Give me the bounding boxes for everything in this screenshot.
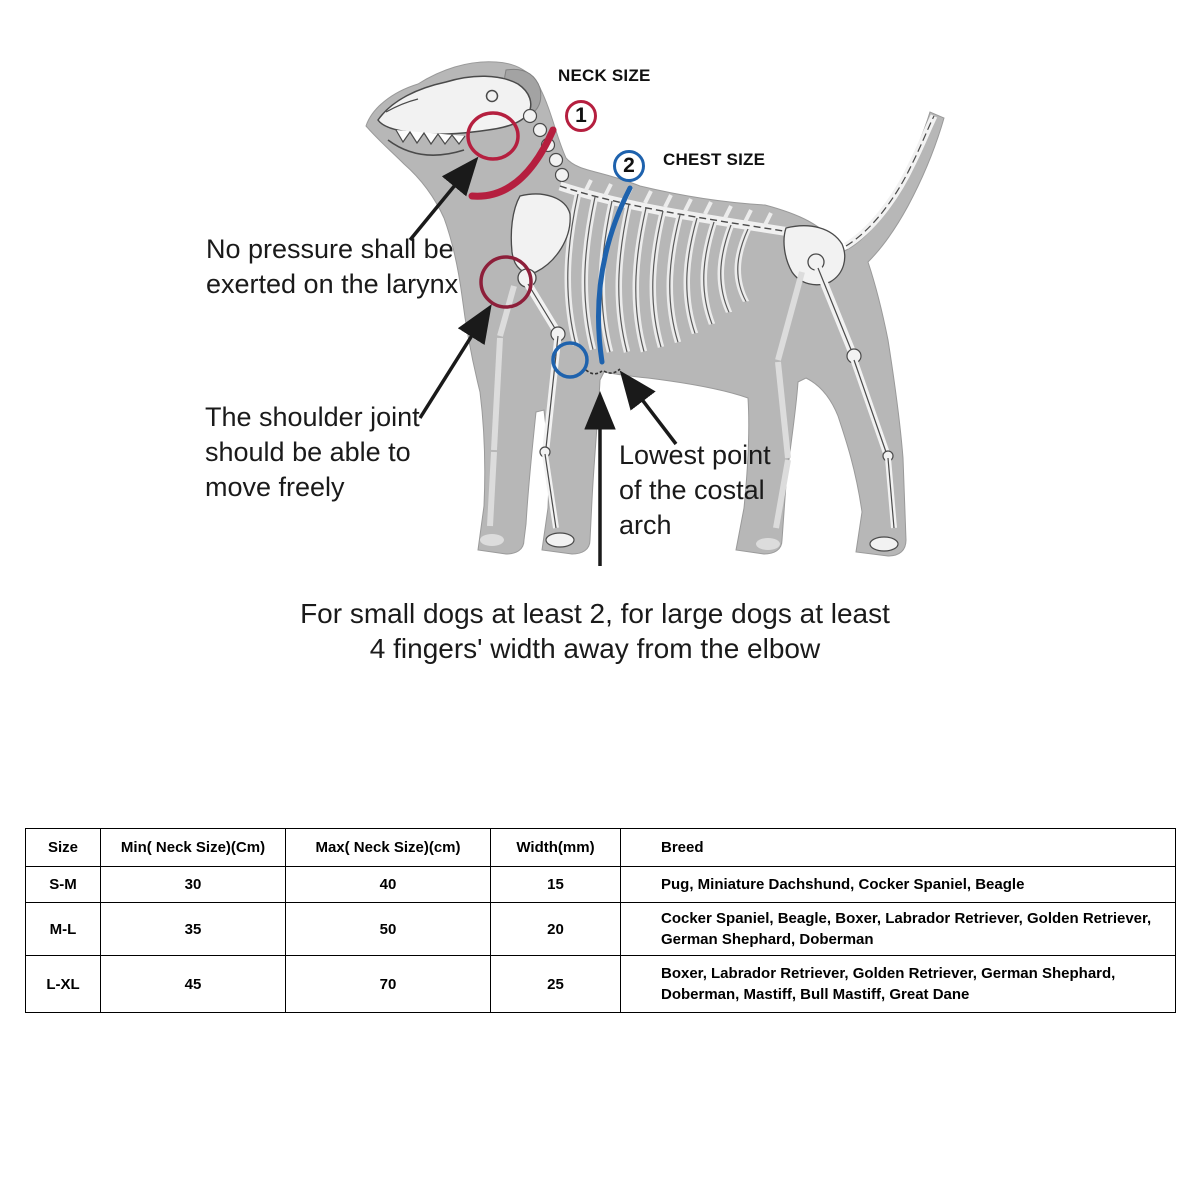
chest-size-number: 2 [623,154,635,177]
larynx-circle [466,111,520,161]
costal-arch-circle [551,341,589,379]
cell-breed: Cocker Spaniel, Beagle, Boxer, Labrador … [620,902,1176,956]
shoulder-joint-circle [479,255,533,309]
chest-size-marker: 2 [613,150,645,182]
cell-width: 15 [490,866,621,903]
costal-annotation: Lowest point of the costal arch [619,440,771,540]
cell-max: 70 [285,955,491,1013]
neck-size-number: 1 [575,104,587,127]
finger-width-annotation: For small dogs at least 2, for large dog… [300,598,890,664]
spine-outline [559,185,791,233]
chest-size-label: CHEST SIZE [663,150,766,169]
neck-measure-arc [468,126,557,200]
col-header-breed: Breed [620,828,1176,867]
larynx-annotation: No pressure shall be exerted on the lary… [206,234,459,299]
col-header-max-neck: Max( Neck Size)(cm) [285,828,491,867]
cell-size: L-XL [25,955,101,1013]
arrow-costal-icon [619,370,678,446]
rear-paw-far [756,538,780,550]
neck-size-marker: 1 [565,100,597,132]
col-header-size: Size [25,828,101,867]
cell-min: 35 [100,902,286,956]
teeth [395,129,466,146]
rear-leg-near-bones [814,266,899,552]
cell-size: M-L [25,902,101,956]
cell-min: 45 [100,955,286,1013]
cell-breed: Pug, Miniature Dachshund, Cocker Spaniel… [620,866,1176,903]
front-leg-near-bones [524,281,575,548]
table-row: M-L 35 50 20 Cocker Spaniel, Beagle, Box… [25,902,1176,956]
rear-leg-far-bones [773,271,805,529]
sizing-table: Size Min( Neck Size)(Cm) Max( Neck Size)… [25,828,1176,1013]
annotation-arrows [408,156,678,566]
eye-socket [485,89,499,103]
neck-size-label: NECK SIZE [558,66,651,85]
table-row: S-M 30 40 15 Pug, Miniature Dachshund, C… [25,866,1176,903]
lower-jaw [387,139,465,156]
arrow-shoulder-icon [418,304,492,419]
shoulder-annotation: The shoulder joint should be able to mov… [205,402,420,502]
cell-max: 40 [285,866,491,903]
table-header-row: Size Min( Neck Size)(Cm) Max( Neck Size)… [25,828,1176,867]
col-header-width: Width(mm) [490,828,621,867]
front-leg-far-bones [487,285,517,527]
front-paw-far [480,534,504,546]
arrow-larynx-icon [408,156,479,242]
cell-breed: Boxer, Labrador Retriever, Golden Retrie… [620,955,1176,1013]
cell-min: 30 [100,866,286,903]
elbow-gap-bracket [585,368,621,375]
cell-width: 20 [490,902,621,956]
table-row: L-XL 45 70 25 Boxer, Labrador Retriever,… [25,955,1176,1013]
cell-width: 25 [490,955,621,1013]
pelvis [783,225,846,286]
dog-skeleton-diagram [365,61,945,566]
chest-measure-arc [596,185,633,365]
cell-max: 50 [285,902,491,956]
col-header-min-neck: Min( Neck Size)(Cm) [100,828,286,867]
cell-size: S-M [25,866,101,903]
